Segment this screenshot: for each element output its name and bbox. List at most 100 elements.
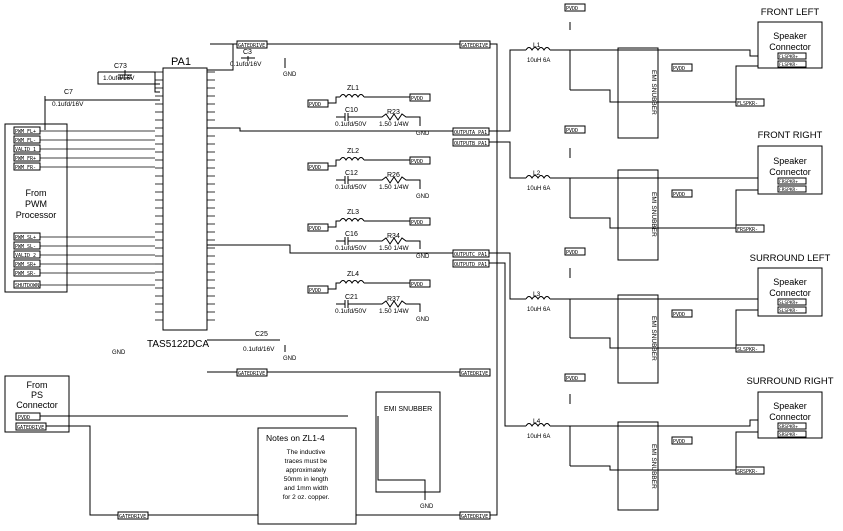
- ch4-pos-net: SRSPKR+: [779, 424, 798, 430]
- zl1-pvdd-tag: PVDD: [309, 102, 321, 108]
- zl4-pvdd-out-tag: PVDD: [411, 282, 423, 288]
- zl2-pvdd-tag: PVDD: [309, 165, 321, 171]
- decoupling-caps: C73 1.0ufd/16V C7 0.1ufd/16V C3 0.1ufd/1…: [44, 49, 297, 362]
- gatedrive-tag-1: GATEDRIVE: [238, 43, 265, 49]
- ch1-inductor-value: 10uH 6A: [527, 58, 550, 64]
- ps-connector-block: From PS Connector PVDD GATEDRIVE: [4, 375, 348, 516]
- ch2-spk-line2: Connector: [769, 167, 811, 177]
- output-tag-b: OUTPUTB_PA1: [454, 141, 487, 147]
- ch2-spk-line1: Speaker: [773, 156, 807, 166]
- zl-block-3: PVDD ZL3 PVDD C16 0.1ufd/50V R34 1.50 1/…: [307, 209, 431, 260]
- notes-line5: and 1mm width: [284, 485, 328, 492]
- channel-surround-left: L3 10uH 6A PVDD EMI SNUBBER PVDD SLSPKR-…: [525, 247, 831, 384]
- ch4-spk-line2: Connector: [769, 412, 811, 422]
- pwm-block-line1: From: [26, 188, 47, 198]
- notes-line3: approximately: [286, 467, 327, 474]
- zl4-cap-value: 0.1ufd/50V: [335, 308, 367, 315]
- zl2-res-value: 1.50 1/4W: [379, 184, 409, 191]
- zl3-cap-value: 0.1ufd/50V: [335, 245, 367, 252]
- zl4-name: ZL4: [347, 271, 359, 278]
- ch4-inductor-value: 10uH 6A: [527, 434, 550, 440]
- ch3-spk-line1: Speaker: [773, 277, 807, 287]
- pwm-input-3: VALID_1: [15, 147, 36, 153]
- ch2-pos-net: FRSPKR+: [779, 179, 798, 185]
- ch3-neg-tag: SLSPKR-: [737, 347, 758, 353]
- pwm-input-8: VALID_2: [15, 253, 36, 259]
- gatedrive-tag-5: GATEDRIVE: [119, 514, 146, 520]
- pwm-input-3-box: [13, 144, 41, 153]
- ch2-pvdd-tag-2: PVDD: [673, 192, 685, 198]
- pwm-input-5: PWM_FR-: [15, 165, 36, 171]
- pwm-input-7-box: [13, 241, 41, 250]
- ps-net-gatedrive: GATEDRIVE: [17, 425, 44, 431]
- ch3-pos-net: SLSPKR+: [779, 300, 798, 306]
- c3-ref: C3: [243, 49, 252, 56]
- ch3-title: SURROUND LEFT: [750, 253, 831, 264]
- ch2-pvdd-tag: PVDD: [566, 128, 578, 134]
- bottom-snubber-gnd: GND: [420, 504, 434, 510]
- notes-box: Notes on ZL1-4 The inductive traces must…: [257, 427, 357, 525]
- zl3-name: ZL3: [347, 209, 359, 216]
- output-tag-c: OUTPUTC_PA1: [454, 252, 487, 258]
- output-tag-a: OUTPUTA_PA1: [454, 130, 487, 136]
- zl2-pvdd-out-tag: PVDD: [411, 159, 423, 165]
- zl1-res-value: 1.50 1/4W: [379, 121, 409, 128]
- pa1-chip: PA1 TAS5122DCA: [147, 56, 215, 350]
- zl1-cap-value: 0.1ufd/50V: [335, 121, 367, 128]
- ch3-neg-net: SLSPKR-: [779, 308, 798, 314]
- pwm-input-5-box: [13, 162, 41, 171]
- ch3-inductor-value: 10uH 6A: [527, 307, 550, 313]
- c7-value: 0.1ufd/16V: [52, 101, 84, 108]
- ch2-neg-net: FRSPKR-: [779, 187, 798, 193]
- ch1-neg-tag: FLSPKR-: [737, 101, 758, 107]
- zl-block-1: PVDD ZL1 PVDD C10 0.1ufd/50V R23 1.50 1/…: [307, 85, 431, 137]
- ch2-title: FRONT RIGHT: [758, 130, 823, 141]
- gatedrive-tag-2: GATEDRIVE: [461, 43, 488, 49]
- ch4-title: SURROUND RIGHT: [746, 376, 833, 387]
- ch4-inductor-ref: L4: [533, 418, 541, 425]
- pwm-input-4: PWM_FR+: [15, 156, 36, 162]
- channel-front-left: L1 10uH 6A PVDD EMI SNUBBER PVDD FLSPKR-…: [525, 3, 823, 139]
- zl3-pvdd-out-tag: PVDD: [411, 220, 423, 226]
- notes-line4: 50mm in length: [284, 476, 329, 483]
- ch1-pos-net: FLSPKR+: [779, 54, 798, 60]
- ch3-inductor-ref: L3: [533, 291, 541, 298]
- zl3-res-ref: R34: [387, 233, 400, 240]
- ch4-neg-tag: SRSPKR-: [737, 469, 758, 475]
- zl4-cap-ref: C21: [345, 294, 358, 301]
- ch4-pvdd-tag-2: PVDD: [673, 439, 685, 445]
- zl2-cap-value: 0.1ufd/50V: [335, 184, 367, 191]
- shutdown-input: SHUTDOWN: [15, 283, 39, 289]
- c3-gnd-label: GND: [283, 72, 297, 78]
- ch1-spk-line2: Connector: [769, 42, 811, 52]
- zl2-res-ref: R26: [387, 172, 400, 179]
- c25-gnd-label: GND: [283, 356, 297, 362]
- notes-title: Notes on ZL1-4: [266, 433, 325, 443]
- pwm-input-1-box: [13, 126, 41, 135]
- c25-ref: C25: [255, 331, 268, 338]
- channel-front-right: L2 10uH 6A PVDD EMI SNUBBER PVDD FRSPKR-…: [525, 125, 823, 261]
- zl1-res-ref: R23: [387, 109, 400, 116]
- pwm-input-1: PWM_FL+: [15, 129, 36, 135]
- ch2-snubber-label: EMI SNUBBER: [650, 192, 657, 237]
- bottom-snubber-label: EMI SNUBBER: [384, 406, 432, 413]
- ps-net-pvdd: PVDD: [18, 415, 30, 421]
- ch2-inductor-value: 10uH 6A: [527, 186, 550, 192]
- ch3-snubber-label: EMI SNUBBER: [650, 316, 657, 361]
- zl3-res-value: 1.50 1/4W: [379, 245, 409, 252]
- pwm-input-2: PWM_FL-: [15, 138, 36, 144]
- pwm-block-line3: Processor: [16, 210, 57, 220]
- output-traces: OUTPUTA_PA1 OUTPUTB_PA1 OUTPUTC_PA1 OUTP…: [207, 49, 526, 427]
- ch1-spk-line1: Speaker: [773, 31, 807, 41]
- pwm-block-line2: PWM: [25, 199, 47, 209]
- ch1-snubber-label: EMI SNUBBER: [650, 70, 657, 115]
- zl3-pvdd-tag: PVDD: [309, 226, 321, 232]
- ch1-pvdd-tag-2: PVDD: [673, 66, 685, 72]
- ch3-spk-line2: Connector: [769, 288, 811, 298]
- zl1-cap-ref: C10: [345, 107, 358, 114]
- zl3-gnd: GND: [416, 254, 430, 260]
- ch4-neg-net: SRSPKR-: [779, 432, 798, 438]
- zl-block-4: PVDD ZL4 PVDD C21 0.1ufd/50V R37 1.50 1/…: [307, 271, 431, 323]
- ch3-pvdd-tag-2: PVDD: [673, 312, 685, 318]
